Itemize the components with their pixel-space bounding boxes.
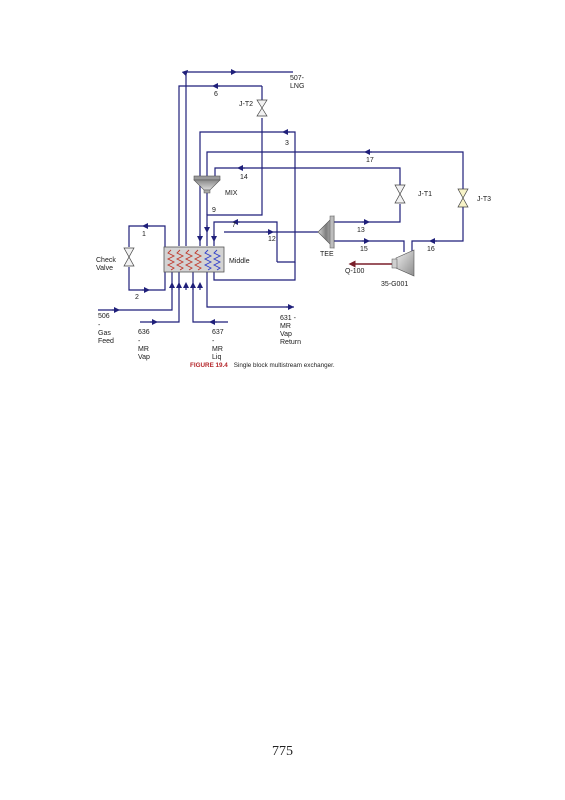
label-1: 1 (142, 231, 146, 238)
figure-caption: FIGURE 19.4 Single block multistream exch… (190, 362, 490, 369)
label-507-lng: LNG (290, 83, 304, 90)
label-636-mr: MR (138, 346, 149, 353)
stream-3-line (199, 131, 296, 263)
label-mix: MIX (225, 190, 238, 197)
label-jt2: J-T2 (239, 101, 253, 108)
stream-17-line (206, 151, 464, 190)
label-jt1: J-T1 (418, 191, 432, 198)
stream-507-line (181, 69, 293, 246)
label-636-dash: - (138, 338, 141, 345)
expander-35-g001 (391, 249, 415, 277)
label-12: 12 (268, 236, 276, 243)
label-631: 631 - (280, 315, 297, 322)
stream-middle-return (213, 262, 296, 281)
stream-631-line (206, 272, 294, 308)
label-637-dash: - (212, 338, 215, 345)
label-636-vap: Vap (138, 354, 150, 361)
label-check: Check (96, 257, 116, 264)
stream-506-line (98, 272, 173, 311)
label-3: 3 (285, 140, 289, 147)
tee-splitter (317, 215, 335, 249)
stream-lines (98, 69, 464, 325)
label-637-mr: MR (212, 346, 223, 353)
mixer-mix (193, 175, 221, 194)
label-14: 14 (240, 174, 248, 181)
label-q100: Q-100 (345, 268, 365, 275)
label-gas: Gas (98, 330, 111, 337)
label-13: 13 (357, 227, 365, 234)
stream-16-line (411, 205, 464, 252)
label-631-return: Return (280, 339, 301, 346)
label-middle: Middle (229, 258, 250, 265)
label-valve: Valve (96, 265, 113, 272)
label-506-dash: - (98, 322, 101, 329)
valve-jt2 (256, 86, 268, 117)
valve-jt1 (394, 184, 406, 204)
stream-1-line (128, 225, 166, 249)
label-631-vap: Vap (280, 331, 292, 338)
label-17: 17 (366, 157, 374, 164)
page-number: 775 (272, 744, 293, 759)
label-jt3: J-T3 (477, 196, 491, 203)
stream-labels: 507- LNG 6 J-T2 3 17 14 MIX J-T1 J-T3 9 … (96, 75, 491, 361)
label-tee: TEE (320, 251, 334, 258)
label-15: 15 (360, 246, 368, 253)
stream-15-line (334, 240, 405, 252)
label-2: 2 (135, 294, 139, 301)
label-631-mr: MR (280, 323, 291, 330)
check-valve (123, 247, 135, 267)
label-7: 7 (232, 222, 236, 229)
label-637: 637 (212, 329, 224, 336)
stream-14-line (214, 167, 401, 185)
label-637-liq: Liq (212, 354, 221, 361)
stream-13-line (334, 204, 401, 223)
valve-jt3 (457, 188, 469, 208)
label-506: 506 (98, 313, 110, 320)
stream-636-line (140, 272, 180, 323)
stream-2-line (128, 267, 166, 291)
label-35-g001: 35-G001 (381, 281, 408, 288)
label-507: 507- (290, 75, 305, 82)
label-9: 9 (212, 207, 216, 214)
label-6: 6 (214, 91, 218, 98)
figure-caption-label: FIGURE 19.4 (190, 362, 228, 369)
label-16: 16 (427, 246, 435, 253)
label-636: 636 (138, 329, 150, 336)
multistream-exchanger (163, 246, 225, 273)
label-feed: Feed (98, 338, 114, 345)
stream-6-line (178, 85, 262, 246)
figure-caption-text: Single block multistream exchanger. (233, 362, 335, 369)
